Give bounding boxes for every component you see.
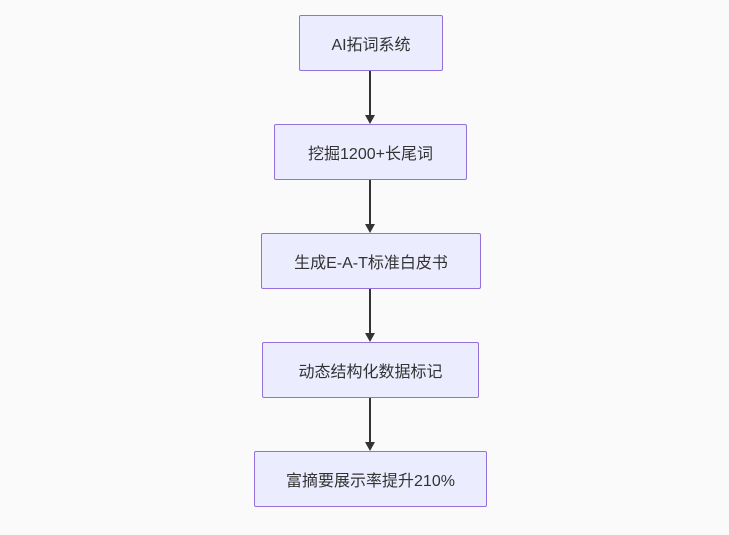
flow-arrow-line [369, 398, 371, 442]
flow-arrow-line [369, 71, 371, 115]
flow-node-label: 富摘要展示率提升210% [286, 473, 455, 490]
flow-arrowhead-icon [365, 442, 375, 451]
flow-node-label: AI拓词系统 [331, 37, 411, 54]
flow-node-rich-snippet-rate: 富摘要展示率提升210% [254, 451, 487, 507]
flow-node-structured-data-markup: 动态结构化数据标记 [262, 342, 479, 398]
flow-arrow-line [369, 180, 371, 224]
flow-arrowhead-icon [365, 224, 375, 233]
flow-node-label: 生成E-A-T标准白皮书 [294, 255, 448, 272]
flow-arrowhead-icon [365, 115, 375, 124]
flow-node-ai-keyword-system: AI拓词系统 [299, 15, 443, 71]
flow-node-eat-whitepaper: 生成E-A-T标准白皮书 [261, 233, 481, 289]
flow-arrow-line [369, 289, 371, 333]
flow-arrowhead-icon [365, 333, 375, 342]
flow-node-label: 动态结构化数据标记 [298, 364, 443, 381]
flow-node-longtail-mining: 挖掘1200+长尾词 [274, 124, 467, 180]
flow-node-label: 挖掘1200+长尾词 [308, 146, 433, 163]
